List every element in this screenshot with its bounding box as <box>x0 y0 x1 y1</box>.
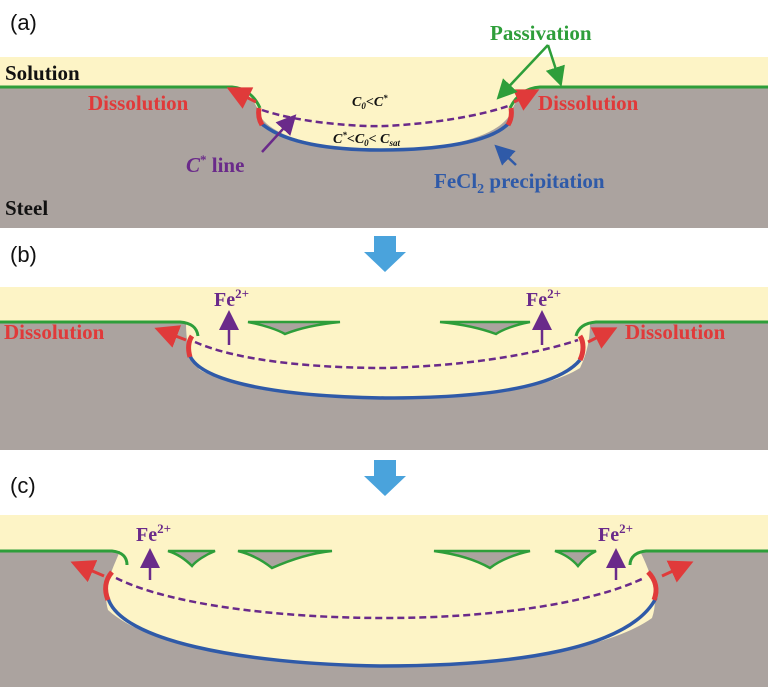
panel-label-c: (c) <box>10 473 36 498</box>
fe2-label-c-left: Fe2+ <box>136 521 171 546</box>
cover-film-c-1 <box>167 549 216 568</box>
passivation-label: Passivation <box>490 21 592 45</box>
passive-film-c-right <box>628 549 768 566</box>
dissolution-zone-b-right <box>577 334 586 362</box>
panel-b: (b) Dissolution Dissolution Fe2+ Fe2+ <box>0 242 768 450</box>
c-star-line-c <box>115 576 645 620</box>
passive-film-b-right <box>574 320 768 337</box>
passive-film-c-left <box>0 549 129 566</box>
c-star-line-b <box>194 338 579 370</box>
dissolution-arrow-left <box>226 87 257 109</box>
dissolution-label-left: Dissolution <box>88 91 189 115</box>
solution-label: Solution <box>5 61 80 85</box>
passive-film-b-left <box>0 320 200 337</box>
panel-label-b: (b) <box>10 242 37 267</box>
dissolution-zone-b-left <box>186 334 195 358</box>
cover-film-b-left <box>247 320 341 336</box>
fecl2-precipitation <box>260 122 510 152</box>
c-star-line <box>261 104 509 128</box>
panel-label-a: (a) <box>10 10 37 35</box>
passivation-arrow-2 <box>545 44 565 87</box>
solution-region <box>0 57 768 87</box>
dissolution-arrow-b-left <box>154 325 187 348</box>
panel-c: (c) Fe2+ Fe2+ <box>0 473 768 687</box>
step-arrow-2 <box>364 460 406 496</box>
cover-film-c-4 <box>554 549 597 568</box>
dissolution-arrow-b-right <box>587 327 618 349</box>
fe2-label-b-right: Fe2+ <box>526 286 561 311</box>
fecl2-precipitation-c <box>106 597 658 668</box>
pit-cavity-c <box>106 551 655 666</box>
cover-film-c-3 <box>433 549 531 570</box>
steel-label: Steel <box>5 196 48 220</box>
dissolution-arrow-c-left <box>70 560 105 583</box>
cover-film-c-2 <box>237 549 333 570</box>
fe2-label-c-right: Fe2+ <box>598 521 633 546</box>
panel-a: (a) Solution Steel Passivation Dissoluti… <box>0 10 768 228</box>
c0-lt-cstar: C0<C* <box>352 93 388 111</box>
c-star-line-label: C* line <box>186 152 244 177</box>
c-star-arrow <box>261 114 297 153</box>
dissolution-zone-left <box>256 107 265 127</box>
fe2-label-b-left: Fe2+ <box>214 286 249 311</box>
fecl2-label: FeCl2 precipitation <box>434 169 605 197</box>
cstar-lt-c0-lt-csat: C*<C0< Csat <box>333 130 401 148</box>
dissolution-arrow-c-right <box>661 560 694 583</box>
passivation-arrow-1 <box>496 44 549 100</box>
pit-cavity-b <box>186 322 590 398</box>
precip-arrow <box>494 144 517 166</box>
step-arrow-1 <box>364 236 406 272</box>
cover-film-b-right <box>439 320 531 336</box>
dissolution-label-b-left: Dissolution <box>4 320 105 344</box>
dissolution-zone-c-right <box>646 570 659 601</box>
dissolution-zone-right <box>505 107 514 127</box>
dissolution-label-b-right: Dissolution <box>625 320 726 344</box>
pit-cavity <box>228 87 545 150</box>
solution-region-c <box>0 515 768 551</box>
solution-region-b <box>0 287 768 322</box>
dissolution-label-right: Dissolution <box>538 91 639 115</box>
dissolution-zone-c-left <box>103 570 114 601</box>
dissolution-arrow-right <box>512 89 540 111</box>
fecl2-precipitation-b <box>188 355 582 400</box>
